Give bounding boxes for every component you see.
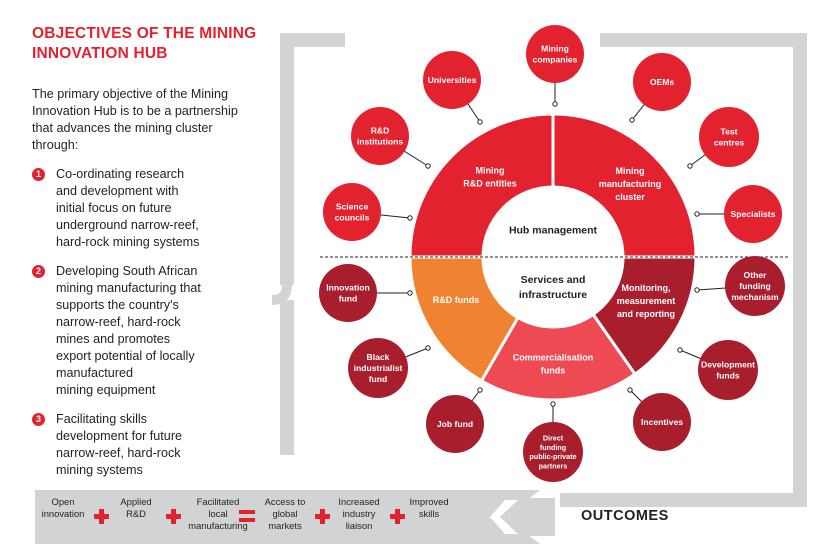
frame-right-loop	[560, 33, 807, 507]
outcomes-label: OUTCOMES	[581, 508, 669, 524]
connector-dot	[694, 211, 700, 217]
objective-item: 3 Facilitating skills development for fu…	[32, 411, 182, 479]
node-circle	[724, 185, 782, 243]
connector-dot	[677, 347, 683, 353]
node-circle	[319, 264, 377, 322]
node-circle	[633, 53, 691, 111]
plus-icon	[390, 509, 405, 524]
objective-text: Co-ordinating research and development w…	[56, 167, 200, 249]
node-label: Universities	[428, 75, 477, 85]
node-circle	[523, 422, 583, 482]
node-label: Specialists	[731, 209, 776, 219]
plus-icon	[166, 509, 181, 524]
connector-dot	[694, 287, 700, 293]
node-circle	[426, 395, 484, 453]
connector-dot	[425, 163, 431, 169]
objective-item: 2 Developing South African mining manufa…	[32, 263, 201, 399]
intro-text: The primary objective of the Mining Inno…	[32, 87, 238, 152]
node-circle	[699, 107, 759, 167]
connector-dot	[627, 387, 633, 393]
node-circle	[323, 183, 381, 241]
node-label: Incentives	[641, 417, 683, 427]
connector-dot	[407, 215, 413, 221]
node-circle	[725, 256, 785, 316]
connector-dot	[477, 387, 483, 393]
outcome-item: Facilitated local manufacturing	[188, 496, 248, 531]
frame-top-left	[280, 33, 345, 285]
objective-number-badge: 1	[32, 168, 45, 181]
objective-number-badge: 2	[32, 265, 45, 278]
page-title: OBJECTIVES OF THE MINING INNOVATION HUB	[32, 25, 257, 62]
equals-icon	[239, 510, 255, 523]
outcome-item: Applied R&D	[120, 496, 152, 519]
connector-dot	[407, 290, 413, 296]
node-label: OEMs	[650, 77, 675, 87]
outcomes-band	[35, 490, 500, 544]
connector-dot	[687, 163, 693, 169]
outcome-item: Access to global markets	[264, 496, 306, 531]
objective-text: Facilitating skills development for futu…	[56, 412, 183, 477]
outcomes-arrow-head	[500, 498, 555, 536]
connector-dot	[550, 401, 556, 407]
connector-dot	[425, 345, 431, 351]
outcome-item: Improved skills	[409, 496, 449, 519]
segment-label: R&D funds	[433, 295, 480, 305]
objective-number-badge: 3	[32, 413, 45, 426]
connector-dot	[629, 117, 635, 123]
node-circle	[351, 107, 409, 165]
brace-tip	[271, 284, 292, 305]
objective-item: 1 Co-ordinating research and development…	[32, 166, 199, 251]
connector-dot	[552, 101, 558, 107]
plus-icon	[315, 509, 330, 524]
node-circle	[698, 340, 758, 400]
plus-icon	[94, 509, 109, 524]
outcome-item: Increased industry liaison	[338, 496, 380, 531]
node-circle	[526, 25, 584, 83]
outcome-item: Open innovation	[41, 496, 85, 519]
node-circle	[423, 51, 481, 109]
node-circle	[633, 393, 691, 451]
hub-management-label: Hub management	[509, 225, 598, 237]
objective-text: Developing South African mining manufact…	[56, 264, 201, 397]
node-circle	[348, 338, 408, 398]
outcomes-arrow-tail	[475, 490, 540, 544]
connector-dot	[477, 119, 483, 125]
node-label: Job fund	[437, 419, 473, 429]
